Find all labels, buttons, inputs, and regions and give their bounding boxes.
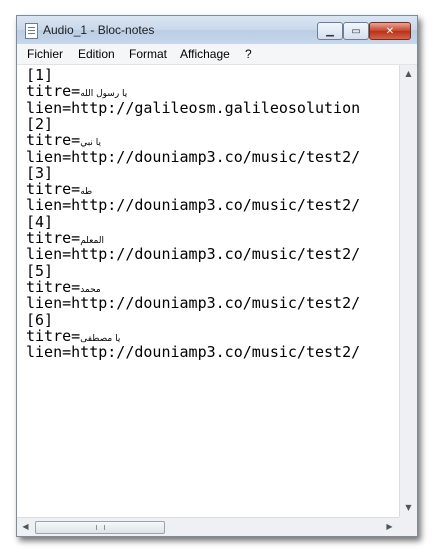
menu-edition[interactable]: Edition [78,47,115,61]
text-line: [2] [26,114,54,133]
menu-fichier[interactable]: Fichier [27,47,64,61]
arabic-title: يا نبي [80,138,102,149]
text-line: titre=يا رسول الله [26,83,127,103]
notepad-window: Audio_1 - Bloc-notes ▁ ▭ ✕ Fichier Editi… [16,15,418,537]
scroll-grip-icon [96,525,105,530]
menu-affichage[interactable]: Affichage [180,47,230,61]
text-line: titre=يا مصطفى [26,326,121,348]
text-line: lien=http://douniamp3.co/music/test2/ [26,197,360,214]
scroll-left-arrow-icon[interactable]: ◀ [22,522,29,531]
arabic-title: المعلم [80,236,104,246]
text-line: lien=http://douniamp3.co/music/test2/ [26,246,360,263]
line-text: lien=http://galileosm.galileosolution [26,98,361,117]
close-button[interactable]: ✕ [369,22,411,40]
menu-help[interactable]: ? [245,47,252,61]
line-text: [6] [26,310,54,329]
arabic-title: يا رسول الله [80,89,128,100]
line-text: titre= [26,131,81,150]
window-title: Audio_1 - Bloc-notes [43,23,155,37]
text-line: [4] [26,212,54,231]
text-line: titre=المعلم [26,230,104,250]
line-text: titre= [26,180,81,199]
line-text: titre= [26,277,81,296]
line-text: lien=http://douniamp3.co/music/test2/ [26,147,361,166]
text-line: lien=http://douniamp3.co/music/test2/ [26,295,360,312]
text-line: titre=محمد [26,277,101,299]
title-bar[interactable]: Audio_1 - Bloc-notes ▁ ▭ ✕ [17,16,417,45]
line-text: [3] [26,163,54,182]
line-text: lien=http://douniamp3.co/music/test2/ [26,245,361,264]
text-line: [6] [26,310,54,329]
arabic-title: طه [80,187,93,198]
menu-format[interactable]: Format [129,47,168,61]
line-text: lien=http://douniamp3.co/music/test2/ [26,294,361,313]
line-text: titre= [26,229,81,247]
horizontal-scrollbar[interactable]: ◀ ▶ [17,517,399,536]
notepad-app-icon [25,23,38,39]
arabic-title: يا مصطفى [80,333,121,344]
text-line: lien=http://douniamp3.co/music/test2/ [26,147,361,166]
line-text: [4] [26,212,54,231]
minimize-button[interactable]: ▁ [317,22,343,40]
line-text: titre= [26,82,81,101]
scroll-down-arrow-icon[interactable]: ▼ [405,503,412,512]
text-line: [1] [26,67,53,84]
line-text: [1] [26,66,54,84]
text-line: [5] [26,261,54,280]
vertical-scrollbar[interactable]: ▲ ▼ [399,65,417,517]
arabic-title: محمد [80,284,101,295]
line-text: titre= [26,326,81,345]
text-line: lien=http://galileosm.galileosolution [26,98,361,117]
scroll-up-arrow-icon[interactable]: ▲ [405,69,412,78]
menu-bar: Fichier Edition Format Affichage ? [17,44,417,65]
horizontal-scroll-thumb[interactable] [35,521,165,534]
scroll-right-arrow-icon[interactable]: ▶ [386,522,393,531]
line-text: lien=http://douniamp3.co/music/test2/ [26,196,361,215]
line-text: [2] [26,114,54,133]
text-line: titre=يا نبي [26,132,101,152]
maximize-button[interactable]: ▭ [343,22,369,40]
line-text: lien=http://douniamp3.co/music/test2/ [26,343,361,362]
text-line: [3] [26,163,54,182]
size-grip-corner[interactable] [399,517,417,536]
line-text: [5] [26,261,54,280]
text-line: titre=طه [26,181,92,201]
text-line: lien=http://douniamp3.co/music/test2/ [26,344,360,361]
